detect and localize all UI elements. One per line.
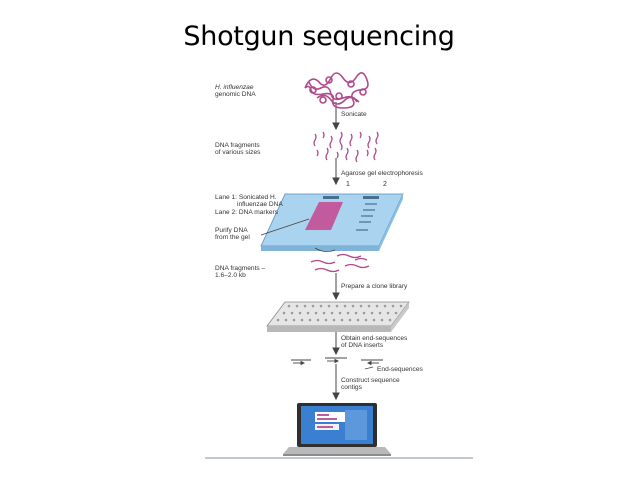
flow-arrows bbox=[332, 102, 340, 401]
step-clone-library: Prepare a clone library bbox=[341, 283, 408, 290]
figure-drawing bbox=[205, 72, 473, 459]
laptop-icon bbox=[283, 403, 391, 456]
label-sized-fragments: DNA fragments –1.6–2.0 kb bbox=[215, 265, 266, 280]
gel-slab-icon bbox=[260, 193, 404, 251]
step-agarose-gel: Agarose gel electrophoresis bbox=[341, 170, 423, 177]
dna-coil-icon bbox=[304, 72, 369, 109]
step-sonicate: Sonicate bbox=[341, 111, 367, 118]
purify-pointer bbox=[260, 218, 310, 236]
dna-fragments-icon bbox=[313, 131, 379, 163]
lane-number-2: 2 bbox=[383, 181, 387, 188]
sized-fragments-icon bbox=[310, 253, 370, 273]
label-end-sequences: End-sequences bbox=[377, 366, 423, 373]
clone-plate-icon bbox=[266, 301, 410, 332]
end-sequences-icon bbox=[291, 357, 383, 370]
lane-number-1: 1 bbox=[346, 181, 350, 188]
slide-title: Shotgun sequencing bbox=[183, 21, 455, 52]
